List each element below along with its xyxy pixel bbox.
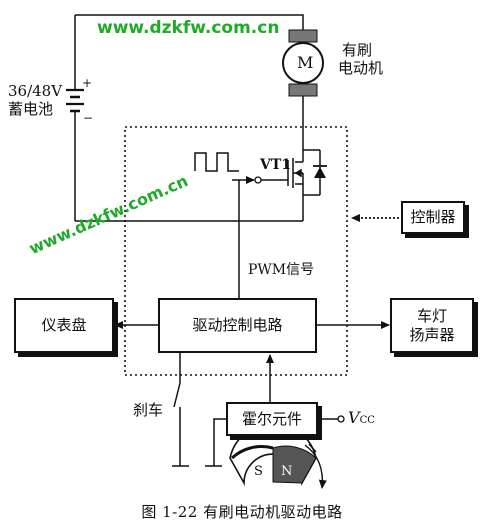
motor-label-line1: 有刷	[342, 41, 373, 59]
vcc-label: VCC	[348, 410, 375, 429]
rotation-arrow-icon	[304, 443, 327, 489]
vcc-v: V	[348, 408, 360, 427]
magnet-s-label: S	[254, 464, 263, 479]
brake-label: 刹车	[133, 401, 164, 419]
brake-switch	[172, 352, 189, 467]
controller-boundary	[124, 126, 348, 376]
mosfet-vt1	[287, 149, 321, 221]
driver-circuit-label: 驱动控制电路	[192, 316, 283, 334]
battery-plus-sign: +	[82, 76, 93, 90]
gate-node	[254, 176, 262, 184]
magnet-n-label: N	[281, 464, 293, 479]
vcc-sub: CC	[359, 415, 375, 426]
motor-symbol-label: M	[297, 53, 314, 72]
flyback-diode	[313, 165, 327, 178]
transistor-label: VT1	[260, 157, 292, 173]
battery-symbol	[66, 15, 84, 221]
pwm-signal-label: PWM信号	[248, 262, 315, 278]
figure-caption: 图 1-22 有刷电动机驱动电路	[141, 503, 343, 521]
battery-name-label: 蓄电池	[8, 100, 54, 118]
hall-sensor-label: 霍尔元件	[241, 409, 302, 428]
controller-label: 控制器	[410, 208, 456, 226]
lights-speaker-box: 车灯 扬声器	[390, 298, 474, 353]
hall-sensor-box: 霍尔元件	[226, 402, 318, 436]
battery-minus-sign: −	[83, 111, 94, 125]
lights-label: 车灯	[416, 306, 447, 325]
battery-voltage-label: 36/48V	[8, 82, 63, 100]
dashboard-box: 仪表盘	[14, 298, 114, 353]
motor-symbol	[282, 29, 324, 97]
pwm-waveform-icon	[194, 152, 239, 172]
driver-circuit-box: 驱动控制电路	[158, 298, 317, 353]
wire-top	[75, 14, 304, 30]
wire-hall-ground	[213, 418, 226, 466]
dashboard-label: 仪表盘	[41, 316, 87, 334]
motor-label-line2: 电动机	[338, 59, 384, 77]
controller-box: 控制器	[401, 201, 465, 234]
watermark-top: www.dzkfw.com.cn	[97, 18, 280, 38]
vcc-node	[337, 415, 345, 423]
speaker-label: 扬声器	[409, 325, 455, 344]
magnet-arc	[229, 422, 317, 487]
